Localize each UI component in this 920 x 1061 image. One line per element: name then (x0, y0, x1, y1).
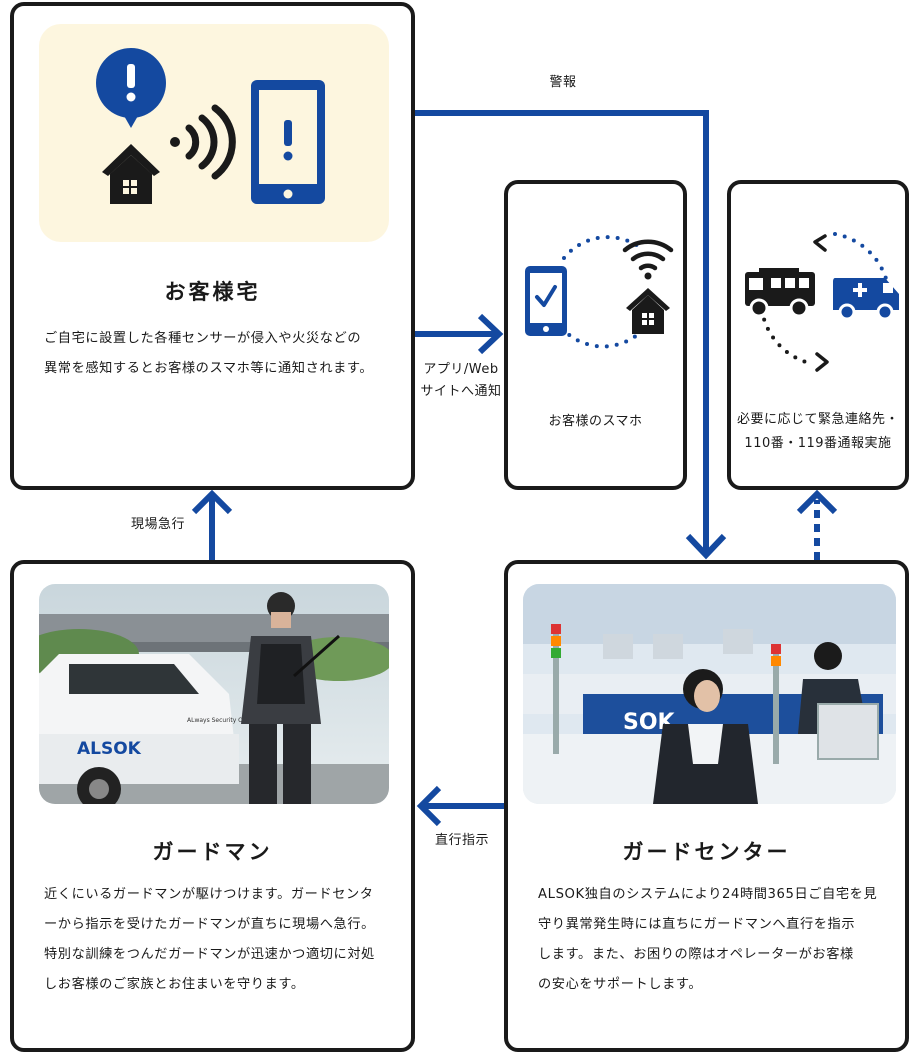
app-notify-label: アプリ/Web サイトへ通知 (414, 359, 508, 403)
ambulance-icon (833, 278, 899, 321)
home-card: お客様宅 ご自宅に設置した各種センサーが侵入や火災などの 異常を感知するとお客様… (10, 2, 415, 490)
app-notify-label-line-1: アプリ/Web (423, 362, 499, 377)
emergency-label-line-2: 110番・119番通報実施 (744, 436, 892, 451)
home-description: ご自宅に設置した各種センサーが侵入や火災などの 異常を感知するとお客様のスマホ等… (44, 324, 394, 384)
house-icon (102, 144, 160, 204)
guard-center-description-line-4: の安心をサポートします。 (538, 977, 703, 992)
emergency-card: 必要に応じて緊急連絡先・ 110番・119番通報実施 (727, 180, 909, 490)
guard-center-card: SOK ガードセンター ALSOK (504, 560, 909, 1052)
fire-truck-icon (745, 268, 815, 318)
alarm-label: 警報 (549, 75, 577, 90)
notify-flow-arrowhead (477, 313, 504, 355)
rush-label: 現場急行 (130, 517, 185, 532)
emergency-card-svg (745, 232, 899, 372)
guard-center-description-line-3: します。また、お困りの際はオペレーターがお客様 (538, 947, 854, 962)
guardman-figure (241, 592, 340, 804)
guardman-description-line-4: しお客様のご家族とお住まいを守ります。 (44, 977, 305, 992)
guardman-description: 近くにいるガードマンが駆けつけます。ガードセンタ ーから指示を受けたガードマンが… (44, 880, 400, 1000)
guardman-description-line-2: ーから指示を受けたガードマンが直ちに現場へ急行。 (44, 917, 375, 932)
guard-center-description-line-1: ALSOK独自のシステムにより24時間365日ご自宅を見 (538, 887, 878, 902)
emergency-label: 必要に応じて緊急連絡先・ 110番・119番通報実施 (731, 408, 905, 456)
house-icon (626, 288, 670, 334)
guardman-title: ガードマン (152, 840, 273, 864)
guard-center-description-line-2: 守り異常発生時には直ちにガードマンへ直行を指示 (538, 917, 856, 932)
wifi-icon (622, 239, 674, 280)
home-description-line-2: 異常を感知するとお客様のスマホ等に通知されます。 (44, 361, 374, 376)
guardman-photo-svg: ALSOK ALways Security OK (39, 584, 389, 804)
alert-bubble-icon (96, 48, 166, 128)
home-illustration (39, 24, 389, 242)
smartphone-label: お客様のスマホ (548, 414, 643, 429)
vehicle-slogan: ALways Security OK (187, 717, 248, 724)
smartphone-card: お客様のスマホ (504, 180, 687, 490)
smartphone-alert-icon (251, 80, 325, 204)
alsok-vehicle-logo: ALSOK (77, 739, 142, 759)
guard-center-title: ガードセンター (622, 840, 791, 864)
wifi-signal-icon (170, 104, 236, 180)
guardman-description-line-3: 特別な訓練をつんだガードマンが迅速かつ適切に対処 (44, 947, 375, 962)
smartphone-card-svg (525, 235, 674, 349)
smartphone-check-icon (525, 266, 567, 336)
guard-center-photo-svg: SOK (523, 584, 896, 804)
emergency-label-line-1: 必要に応じて緊急連絡先・ (736, 412, 899, 427)
emergency-flow-arrowhead (796, 489, 838, 515)
guardman-photo: ALSOK ALways Security OK (39, 584, 389, 804)
rush-flow-arrowhead (191, 489, 233, 515)
dispatch-label: 直行指示 (434, 833, 489, 848)
app-notify-label-line-2: サイトへ通知 (420, 384, 502, 399)
operator-figure (653, 669, 758, 804)
alarm-flow-arrowhead (685, 533, 727, 560)
guardman-description-line-1: 近くにいるガードマンが駆けつけます。ガードセンタ (44, 887, 374, 902)
guard-center-photo: SOK (523, 584, 896, 804)
home-illustration-svg (96, 48, 325, 204)
guard-center-description: ALSOK独自のシステムにより24時間365日ご自宅を見 守り異常発生時には直ち… (538, 880, 894, 1000)
home-title: お客様宅 (164, 280, 261, 304)
dispatch-flow-arrowhead (416, 785, 442, 827)
home-description-line-1: ご自宅に設置した各種センサーが侵入や火災などの (44, 331, 362, 346)
guardman-card: ALSOK ALways Security OK ガードマン 近くにいるガードマ… (10, 560, 415, 1052)
